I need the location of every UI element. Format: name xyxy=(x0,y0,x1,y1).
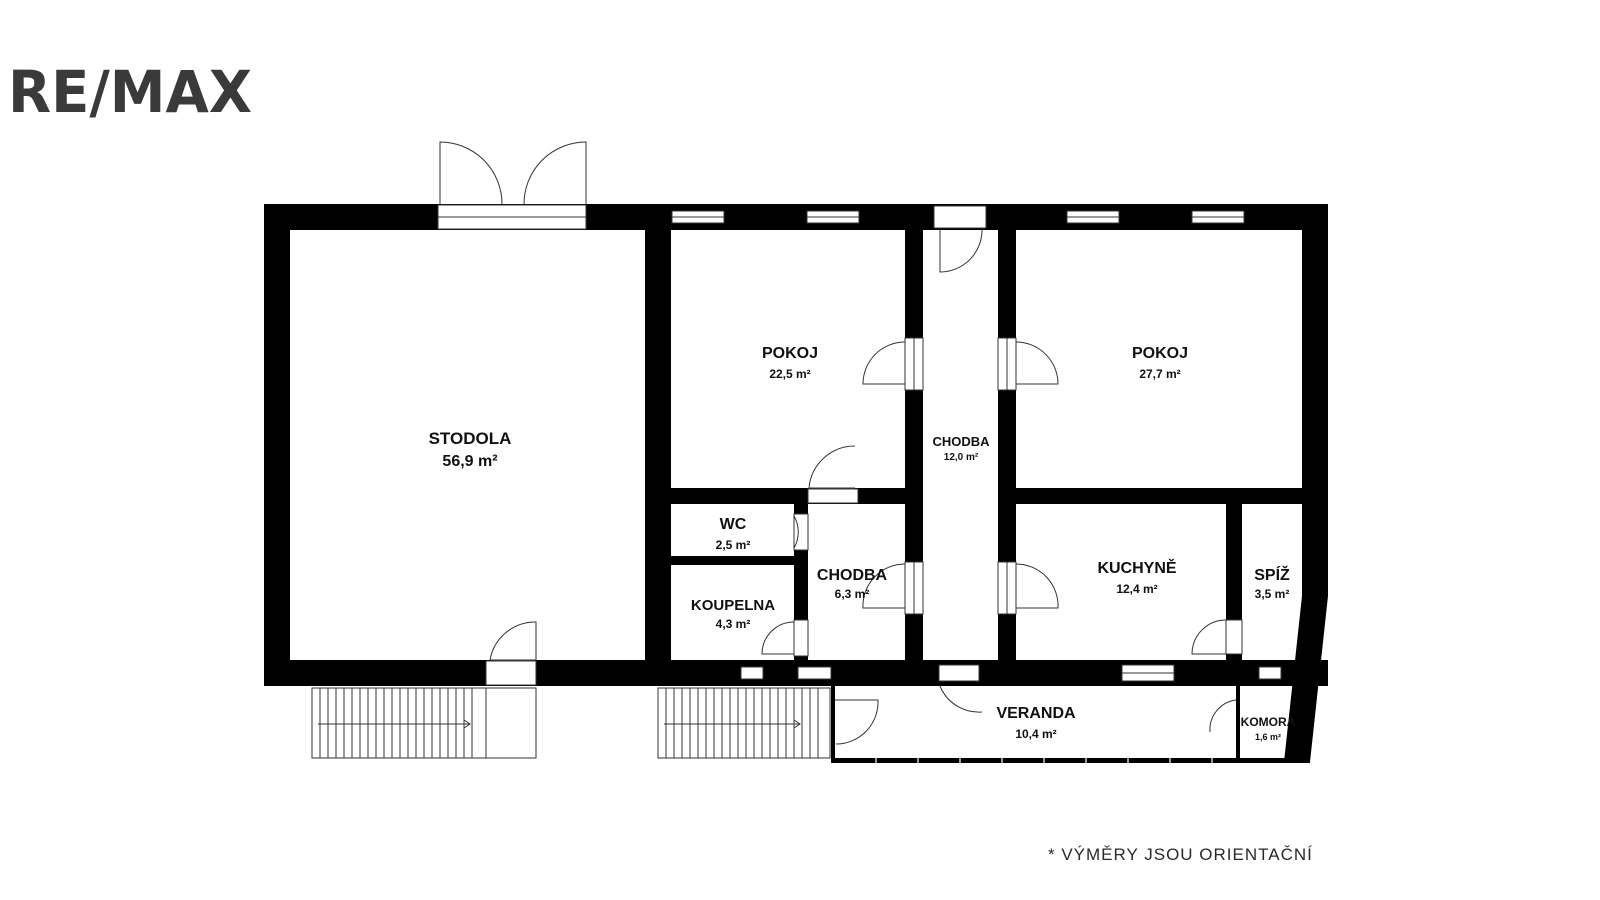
windows xyxy=(437,204,1282,686)
room-area-chodba-1: 12,0 m² xyxy=(944,452,979,463)
footnote: * VÝMĚRY JSOU ORIENTAČNÍ xyxy=(1048,845,1313,864)
room-labels: STODOLA 56,9 m² POKOJ 22,5 m² CHODBA 12,… xyxy=(429,345,1296,742)
room-area-kuchyne: 12,4 m² xyxy=(1116,582,1157,596)
room-name-spiz: SPÍŽ xyxy=(1254,565,1290,584)
room-area-pokoj-2: 27,7 m² xyxy=(1139,367,1180,381)
stairs-middle xyxy=(657,687,831,759)
room-area-stodola: 56,9 m² xyxy=(442,453,497,470)
room-name-pokoj-1: POKOJ xyxy=(762,345,818,362)
room-name-komora: KOMORA xyxy=(1241,715,1296,729)
room-area-spiz: 3,5 m² xyxy=(1255,587,1290,601)
room-name-koupelna: KOUPELNA xyxy=(691,597,775,614)
room-area-wc: 2,5 m² xyxy=(716,538,751,552)
room-name-veranda: VERANDA xyxy=(996,705,1076,722)
room-area-komora: 1,6 m² xyxy=(1255,732,1281,742)
door-swings xyxy=(439,141,1237,745)
veranda-glazing xyxy=(875,758,1213,763)
room-name-kuchyne: KUCHYNĚ xyxy=(1097,558,1176,577)
room-area-pokoj-1: 22,5 m² xyxy=(769,367,810,381)
room-name-pokoj-2: POKOJ xyxy=(1132,345,1188,362)
room-area-koupelna: 4,3 m² xyxy=(716,617,751,631)
room-name-wc: WC xyxy=(720,516,747,533)
room-name-chodba-2: CHODBA xyxy=(817,567,888,584)
remax-logo: RE/MAX xyxy=(8,58,252,126)
room-name-stodola: STODOLA xyxy=(429,429,512,448)
room-area-chodba-2: 6,3 m² xyxy=(835,587,870,601)
room-area-veranda: 10,4 m² xyxy=(1015,727,1056,741)
stairs-left xyxy=(311,687,537,759)
window-lines xyxy=(438,216,1244,674)
room-name-chodba-1: CHODBA xyxy=(932,434,990,449)
